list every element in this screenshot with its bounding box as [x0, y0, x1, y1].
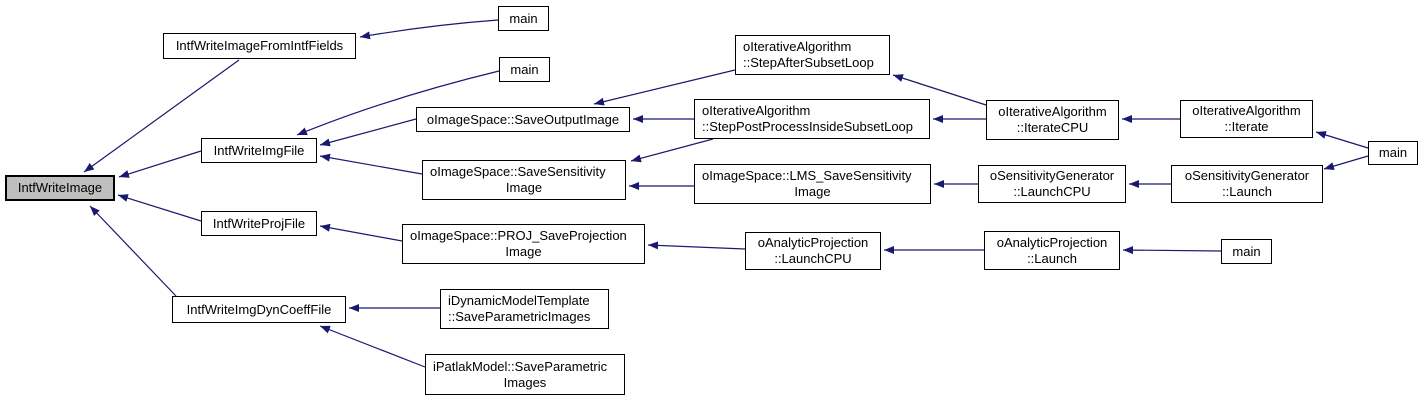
node-StepAfterSubsetLoop[interactable]: oIterativeAlgorithm ::StepAfterSubsetLoo… — [735, 35, 890, 75]
node-IntfWriteImage: IntfWriteImage — [5, 175, 115, 201]
node-SensitivityGenerator-LaunchCPU[interactable]: oSensitivityGenerator ::LaunchCPU — [978, 165, 1126, 203]
node-IntfWriteImageFromIntfFields[interactable]: IntfWriteImageFromIntfFields — [163, 33, 356, 59]
node-label: ::LaunchCPU — [774, 251, 852, 266]
node-label: ::LaunchCPU — [1013, 184, 1091, 199]
node-label: Images — [503, 374, 547, 390]
node-label: Image — [505, 244, 542, 259]
node-label: IntfWriteImageFromIntfFields — [175, 38, 344, 53]
node-label: oAnalyticProjection — [996, 234, 1108, 250]
node-PROJ-SaveProjectionImage[interactable]: oImageSpace::PROJ_SaveProjection Image — [402, 224, 645, 264]
node-label: Image — [505, 180, 543, 195]
edge-PatlakSaveParametric-to-IntfWriteImgDynCoeffFile — [319, 325, 426, 368]
node-label: ::SaveParametricImages — [448, 309, 591, 324]
node-SaveSensitivityImage[interactable]: oImageSpace::SaveSensitivity Image — [422, 160, 626, 200]
node-label: iPatlakModel::SaveParametric — [433, 358, 608, 374]
node-label: main — [1232, 243, 1261, 259]
node-label: oImageSpace::PROJ_SaveProjection — [410, 228, 627, 243]
edge-StepPostProcess-to-SaveSensitivityImage — [630, 138, 714, 163]
node-SensitivityGenerator-Launch[interactable]: oSensitivityGenerator ::Launch — [1171, 165, 1323, 203]
node-IntfWriteProjFile[interactable]: IntfWriteProjFile — [201, 211, 317, 236]
node-label: ::Launch — [1027, 250, 1077, 266]
edge-AnalyticLaunchCPU-to-PROJ_SaveProjectionImage — [647, 241, 746, 250]
node-label: Image — [794, 184, 831, 199]
edge-IntfWriteImgDynCoeffFile-to-IntfWriteImage — [89, 205, 177, 297]
node-label: oImageSpace::SaveSensitivity — [430, 164, 606, 179]
node-label: ::Launch — [1222, 184, 1272, 199]
node-AnalyticProjection-LaunchCPU[interactable]: oAnalyticProjection ::LaunchCPU — [745, 232, 881, 270]
node-IntfWriteImgFile[interactable]: IntfWriteImgFile — [201, 138, 317, 163]
node-label: IntfWriteImage — [17, 180, 103, 195]
edge-main2-to-IntfWriteImgFile — [296, 70, 500, 136]
edge-StepAfterSubsetLoop-to-SaveOutputImage — [593, 69, 736, 106]
node-label: main — [1378, 145, 1408, 160]
edge-SaveSensitivityImage-to-IntfWriteImgFile — [319, 153, 423, 175]
node-label: ::IterateCPU — [1016, 120, 1089, 135]
node-label: oImageSpace::LMS_SaveSensitivity — [702, 168, 912, 183]
edge-IntfWriteProjFile-to-IntfWriteImage — [117, 194, 202, 222]
node-IterateCPU[interactable]: oIterativeAlgorithm ::IterateCPU — [986, 100, 1119, 140]
node-label: IntfWriteProjFile — [212, 215, 306, 231]
edge-main4-to-AnalyticLaunch — [1122, 246, 1222, 255]
edge-IterateCPU-to-StepAfterSubsetLoop — [892, 74, 987, 106]
node-SaveOutputImage[interactable]: oImageSpace::SaveOutputImage — [416, 107, 630, 132]
node-AnalyticProjection-Launch[interactable]: oAnalyticProjection ::Launch — [984, 231, 1120, 270]
node-IntfWriteImgDynCoeffFile[interactable]: IntfWriteImgDynCoeffFile — [172, 296, 346, 323]
edge-SaveOutputImage-to-IntfWriteImgFile — [319, 118, 417, 147]
node-label: IntfWriteImgFile — [213, 142, 305, 158]
node-label: oSensitivityGenerator — [989, 168, 1115, 183]
node-main-1[interactable]: main — [498, 6, 549, 31]
node-label: oIterativeAlgorithm — [702, 103, 811, 118]
node-LMS-SaveSensitivityImage[interactable]: oImageSpace::LMS_SaveSensitivity Image — [694, 164, 931, 204]
edge-main1-to-IntfWriteImageFromIntfFields — [359, 19, 499, 40]
node-label: main — [510, 61, 539, 77]
node-Iterate[interactable]: oIterativeAlgorithm ::Iterate — [1180, 100, 1313, 138]
node-label: ::StepAfterSubsetLoop — [743, 55, 874, 70]
node-label: oSensitivityGenerator — [1184, 168, 1310, 183]
node-label: IntfWriteImgDynCoeffFile — [186, 301, 332, 317]
node-main-2[interactable]: main — [499, 57, 550, 82]
edge-IntfWriteImgFile-to-IntfWriteImage — [118, 150, 202, 178]
node-main-4[interactable]: main — [1221, 239, 1272, 264]
node-label: oAnalyticProjection — [757, 235, 869, 250]
node-PatlakModel-SaveParametricImages[interactable]: iPatlakModel::SaveParametric Images — [425, 354, 625, 395]
edge-IntfWriteImageFromIntfFields-to-IntfWriteImage — [83, 59, 240, 173]
node-label: oImageSpace::SaveOutputImage — [426, 111, 620, 127]
edge-main3-to-Iterate — [1315, 131, 1369, 149]
node-label: oIterativeAlgorithm — [743, 39, 852, 54]
node-label: ::Iterate — [1224, 119, 1269, 134]
node-label: oIterativeAlgorithm — [998, 104, 1107, 119]
node-label: iDynamicModelTemplate — [448, 293, 590, 308]
edge-main3-to-SensitivityLaunch — [1323, 155, 1369, 171]
node-DynamicModelTemplate-SaveParametricImages[interactable]: iDynamicModelTemplate ::SaveParametricIm… — [440, 289, 609, 329]
edge-PROJ_SaveProjectionImage-to-IntfWriteProjFile — [319, 223, 403, 242]
node-label: main — [509, 10, 538, 26]
node-label: oIterativeAlgorithm — [1192, 103, 1301, 118]
node-main-3[interactable]: main — [1368, 141, 1418, 165]
node-label: ::StepPostProcessInsideSubsetLoop — [702, 119, 914, 134]
node-StepPostProcessInsideSubsetLoop[interactable]: oIterativeAlgorithm ::StepPostProcessIns… — [694, 99, 930, 139]
